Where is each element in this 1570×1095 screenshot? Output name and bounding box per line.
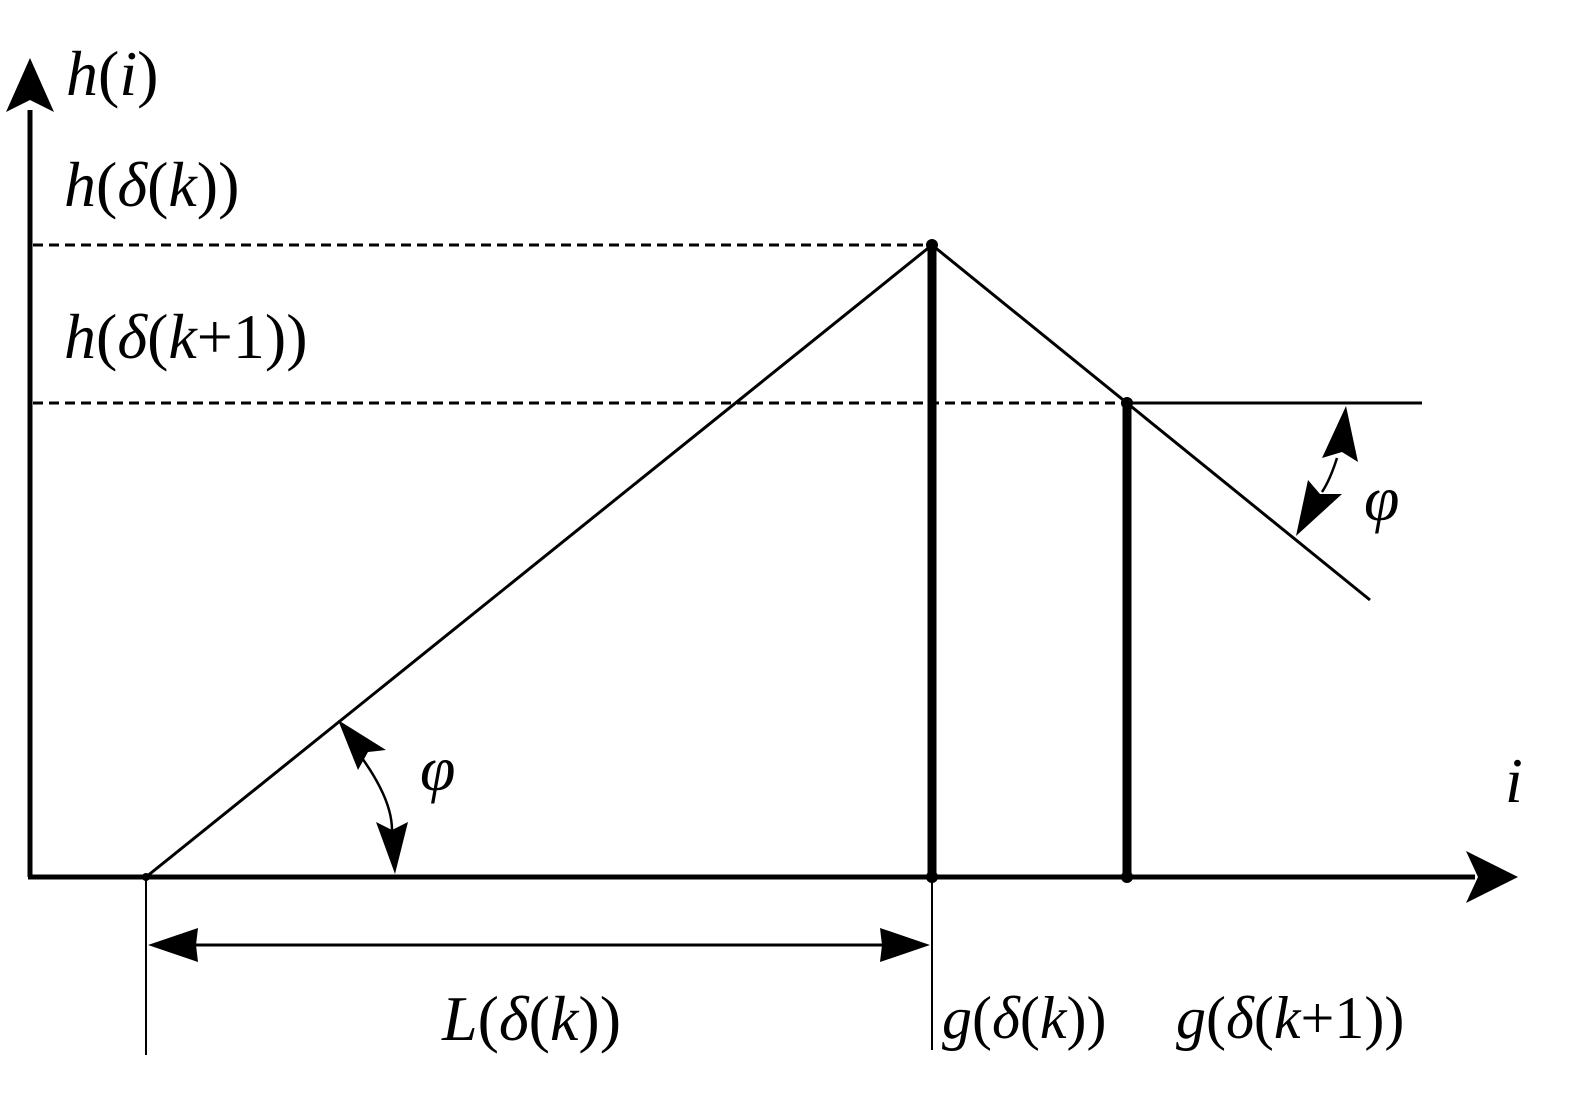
dimension-arrow-left: [148, 928, 198, 962]
rising-slope-line: [145, 243, 933, 879]
label-L-delta-k: L(δ(k)): [441, 983, 621, 1054]
dimension-arrow-right: [880, 928, 930, 962]
peak-point: [926, 239, 938, 251]
label-h-delta-k1: h(δ(k+1)): [64, 301, 308, 372]
y-axis-label: h(i): [66, 38, 158, 109]
angle-arc-right: [1320, 457, 1339, 493]
x-axis-label: i: [1505, 745, 1523, 816]
angle-arc-bottom: [360, 757, 394, 831]
angle-arrow-right-lower: [1296, 480, 1342, 536]
y-axis-arrowhead: [6, 58, 54, 112]
angle-arrow-right-upper: [1322, 406, 1358, 462]
angle-arrow-bottom-lower: [376, 822, 408, 874]
angle-label-bottom: φ: [420, 733, 455, 804]
angle-label-right: φ: [1364, 463, 1399, 534]
bar2-top-point: [1121, 397, 1133, 409]
angle-arrow-bottom-upper: [338, 720, 386, 770]
label-g-delta-k1: g(δ(k+1)): [1176, 985, 1404, 1051]
bar2-bottom-point: [1121, 871, 1133, 883]
x-axis-arrowhead: [1466, 851, 1518, 903]
label-h-delta-k: h(δ(k)): [64, 149, 239, 220]
label-g-delta-k: g(δ(k)): [942, 985, 1106, 1051]
falling-slope-line: [931, 243, 1371, 602]
